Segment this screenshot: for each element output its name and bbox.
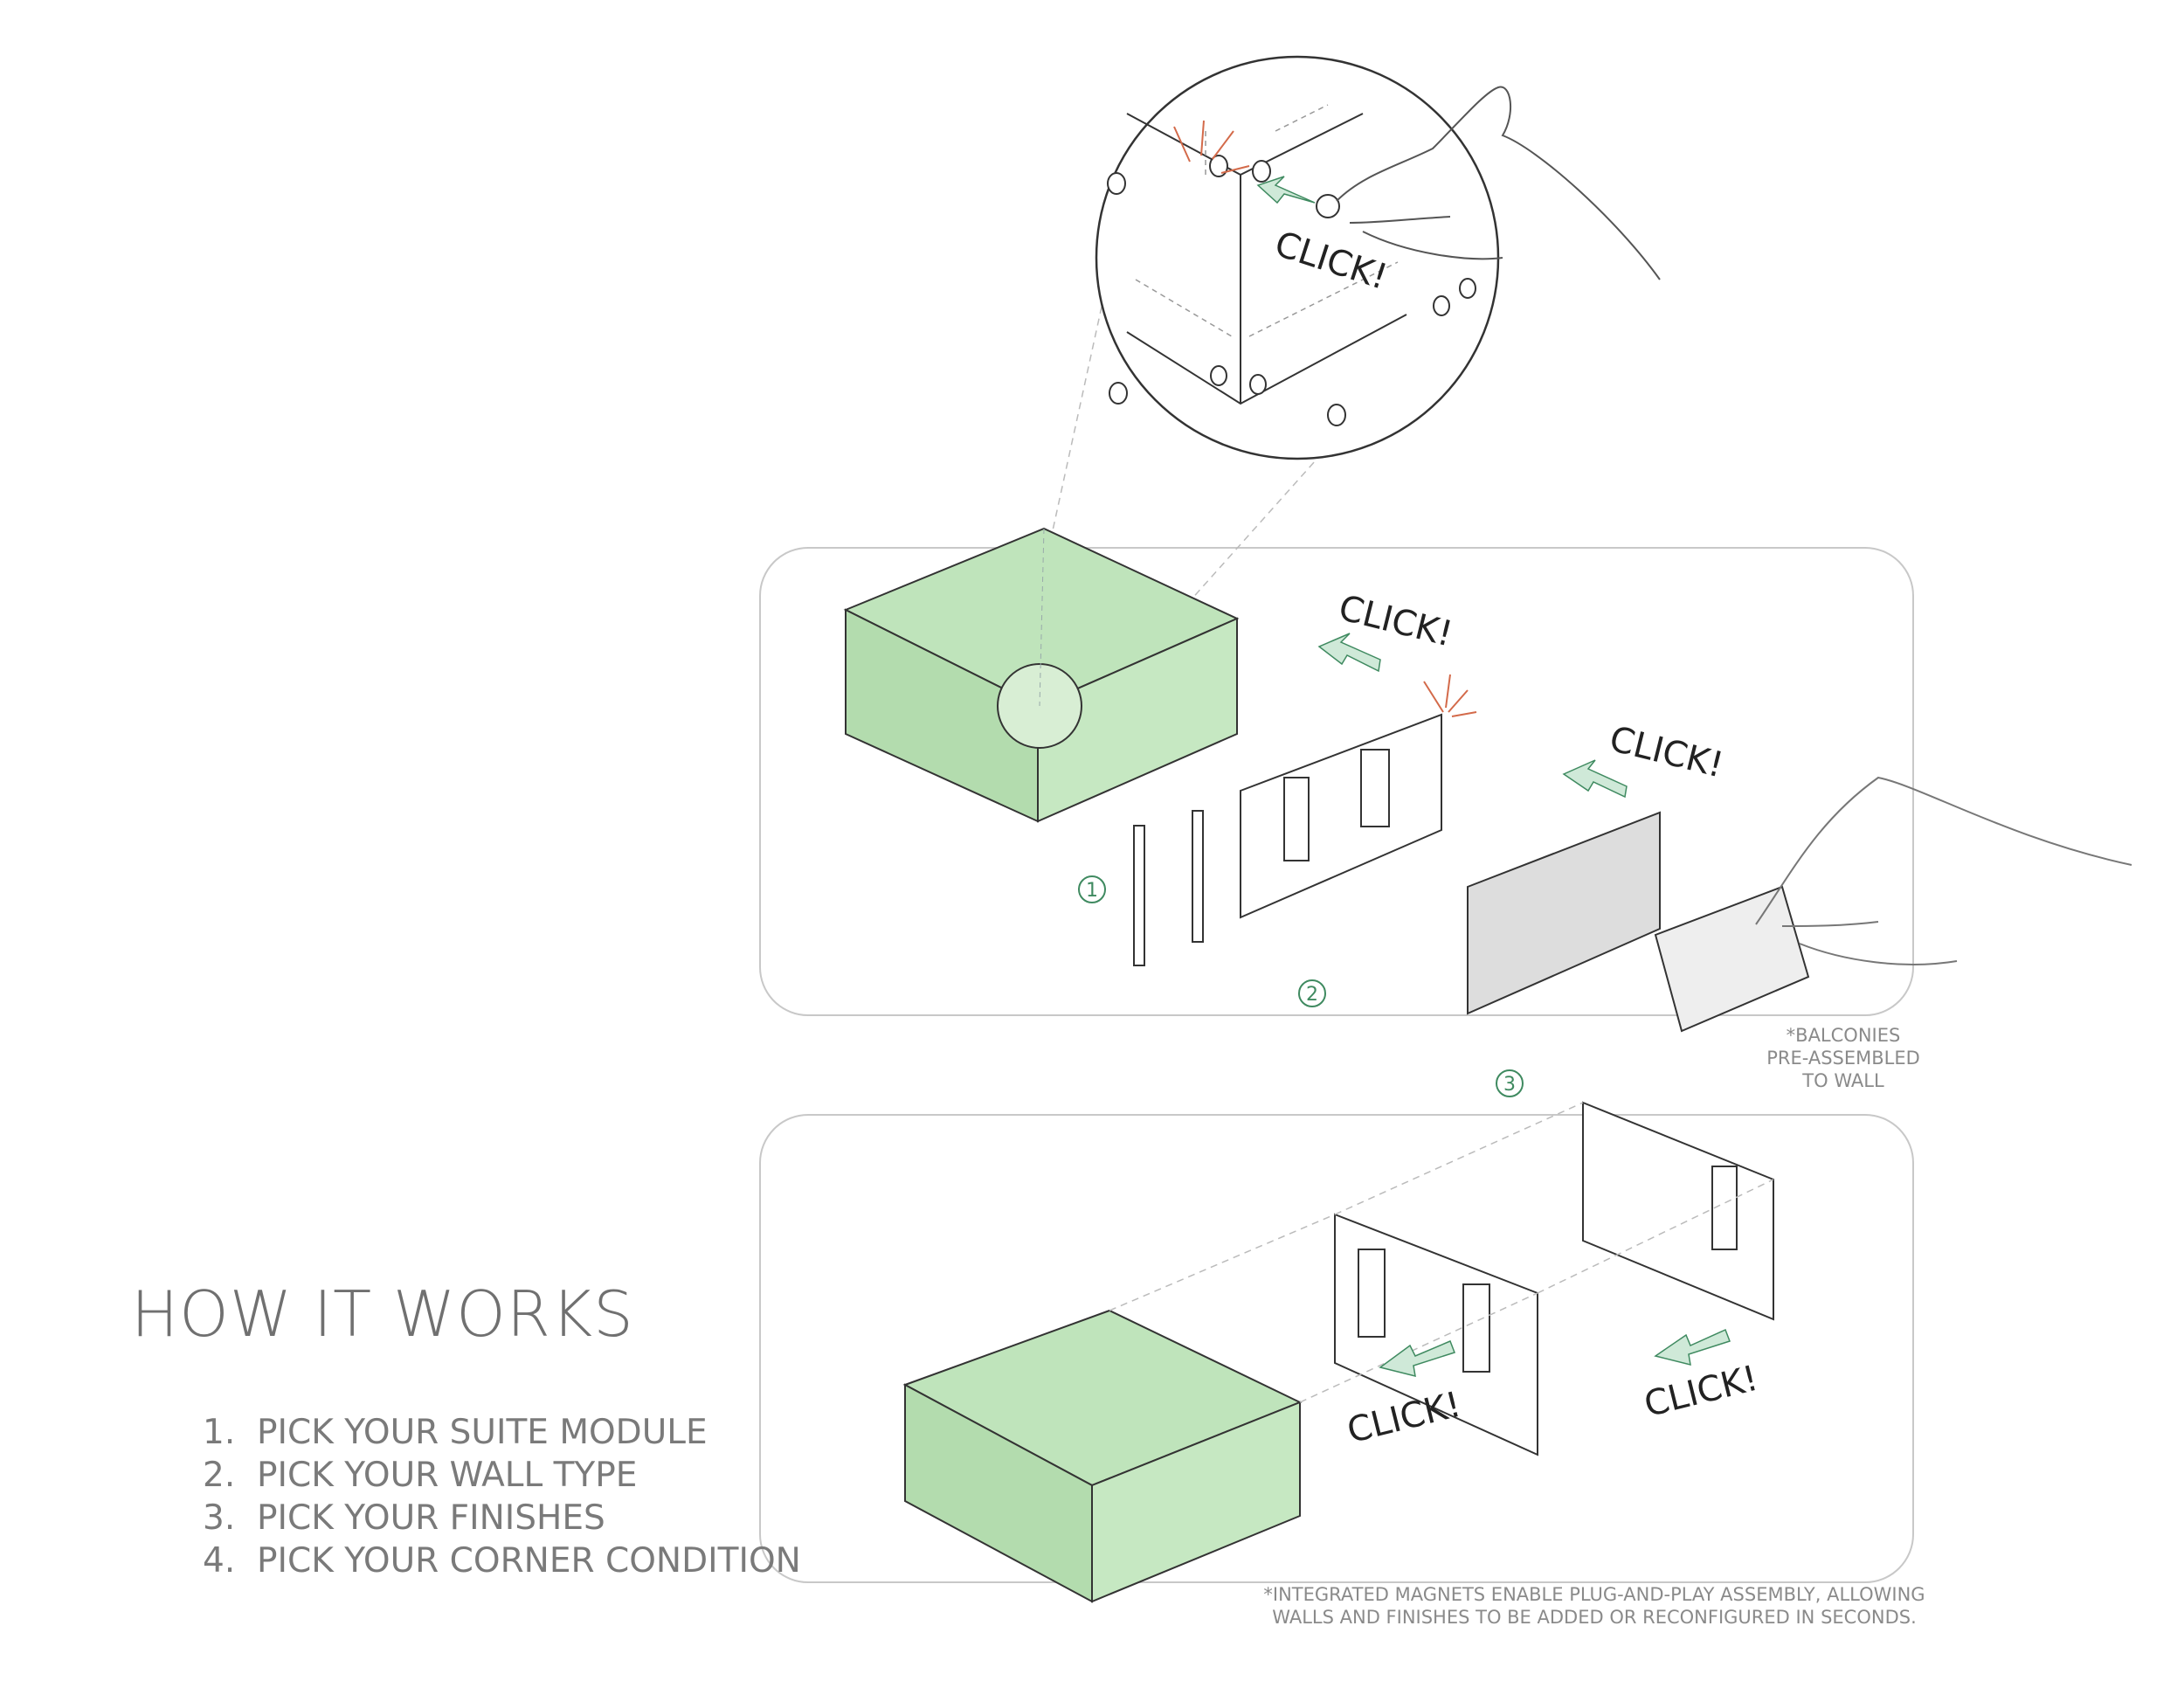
hand-top — [1336, 86, 1661, 280]
arrow-lower-1 — [1379, 1340, 1455, 1378]
click-label-upper-2: CLICK! — [1606, 719, 1727, 786]
wall-panel-upper — [1133, 713, 1442, 966]
lower-frame — [759, 1114, 1914, 1583]
finish-panel-lower — [1582, 1101, 1774, 1321]
step-item: 3.PICK YOUR FINISHES — [203, 1498, 605, 1538]
click-label-lower-2: CLICK! — [1641, 1359, 1762, 1426]
finish-panel-upper — [1467, 811, 1810, 1033]
suite-module-lower — [902, 1309, 1303, 1603]
wall-panel-lower — [1334, 1213, 1538, 1456]
magnifier-detail: CLICK! — [1017, 55, 1500, 726]
spark-upper — [1423, 674, 1477, 717]
step-item: 1.PICK YOUR SUITE MODULE — [203, 1413, 708, 1452]
suite-module-upper — [843, 527, 1240, 823]
balcony-note: *BALCONIES PRE-ASSEMBLED TO WALL — [1766, 1025, 1920, 1091]
guide-lines-lower — [1109, 1102, 1774, 1403]
hand-right — [1755, 776, 2132, 965]
arrow-upper-1 — [1317, 633, 1381, 673]
click-label-upper-1: CLICK! — [1335, 588, 1456, 655]
page-title: HOW IT WORKS — [131, 1277, 634, 1351]
arrow-lower-2 — [1654, 1328, 1731, 1366]
step-marker-2: 2 — [1306, 984, 1318, 1006]
upper-frame — [759, 547, 1914, 1016]
step-item: 2.PICK YOUR WALL TYPE — [203, 1456, 638, 1495]
arrow-upper-2 — [1562, 759, 1628, 799]
step-item: 4.PICK YOUR CORNER CONDITION — [203, 1541, 801, 1581]
steps-list: 1.PICK YOUR SUITE MODULE 2.PICK YOUR WAL… — [203, 1411, 801, 1582]
magnet-note: *INTEGRATED MAGNETS ENABLE PLUG-AND-PLAY… — [1263, 1584, 1925, 1628]
step-marker-3: 3 — [1503, 1074, 1516, 1096]
step-marker-1: 1 — [1086, 880, 1098, 902]
